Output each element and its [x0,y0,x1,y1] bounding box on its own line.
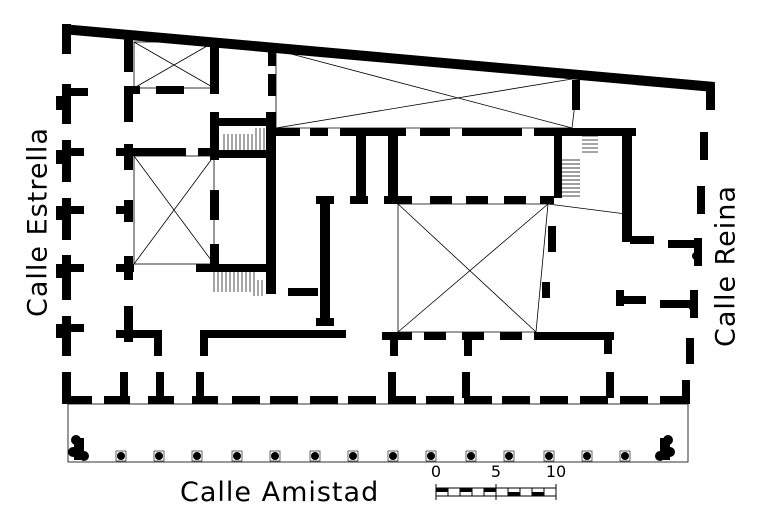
west-wall-seg [62,84,71,124]
street-label-estrella: Calle Estrella [22,127,54,317]
arcade-columns [68,435,675,461]
arcade [67,403,689,463]
scale-label-10: 10 [545,462,567,481]
east-wall-seg [697,186,705,214]
street-label-reina: Calle Reina [710,185,742,347]
stairs [213,128,598,296]
west-wall-seg [62,198,71,240]
west-wall-top [62,24,71,54]
east-wall-seg [694,238,702,266]
east-wall-seg [686,338,694,364]
courtyard-west [133,155,215,265]
arcade-piers [115,450,631,462]
scale-label-5: 5 [490,462,502,481]
courtyard-nw [133,41,215,89]
east-wall-seg [700,132,708,160]
east-wall-top [706,84,715,110]
scale-label-0: 0 [430,462,442,481]
east-wall-bottom [682,380,690,402]
west-wall-seg [62,140,71,182]
street-label-amistad: Calle Amistad [180,477,380,508]
west-wall-bottom [62,372,71,400]
scale-bar-fill [436,488,544,496]
west-wall-seg [62,255,71,300]
north-wall [62,24,715,92]
west-wall-seg [62,316,71,356]
